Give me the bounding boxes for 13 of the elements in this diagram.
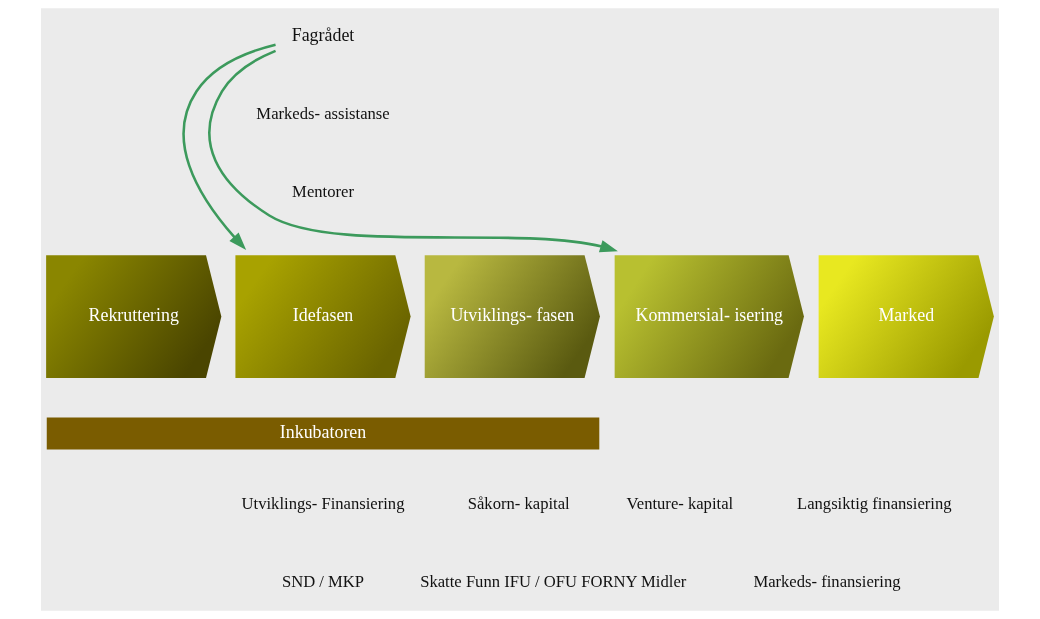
node-text: Fagrådet [291, 25, 355, 46]
label: Langsiktig finansiering [797, 493, 952, 513]
label: Markeds- finansiering [753, 571, 901, 591]
label: Utviklings- Finansiering [241, 493, 405, 513]
label: Skatte Funn IFU / OFU FORNY Midler [420, 571, 687, 591]
label: Markeds- assistanse [256, 103, 390, 123]
arrow [182, 43, 276, 251]
label: Venture- kapital [626, 493, 734, 513]
arrow [208, 49, 618, 253]
label: Såkorn- kapital [467, 493, 570, 513]
label: SND / MKP [281, 571, 365, 591]
node-box: Inkubatoren [46, 417, 600, 450]
label: Mentorer [292, 181, 354, 201]
